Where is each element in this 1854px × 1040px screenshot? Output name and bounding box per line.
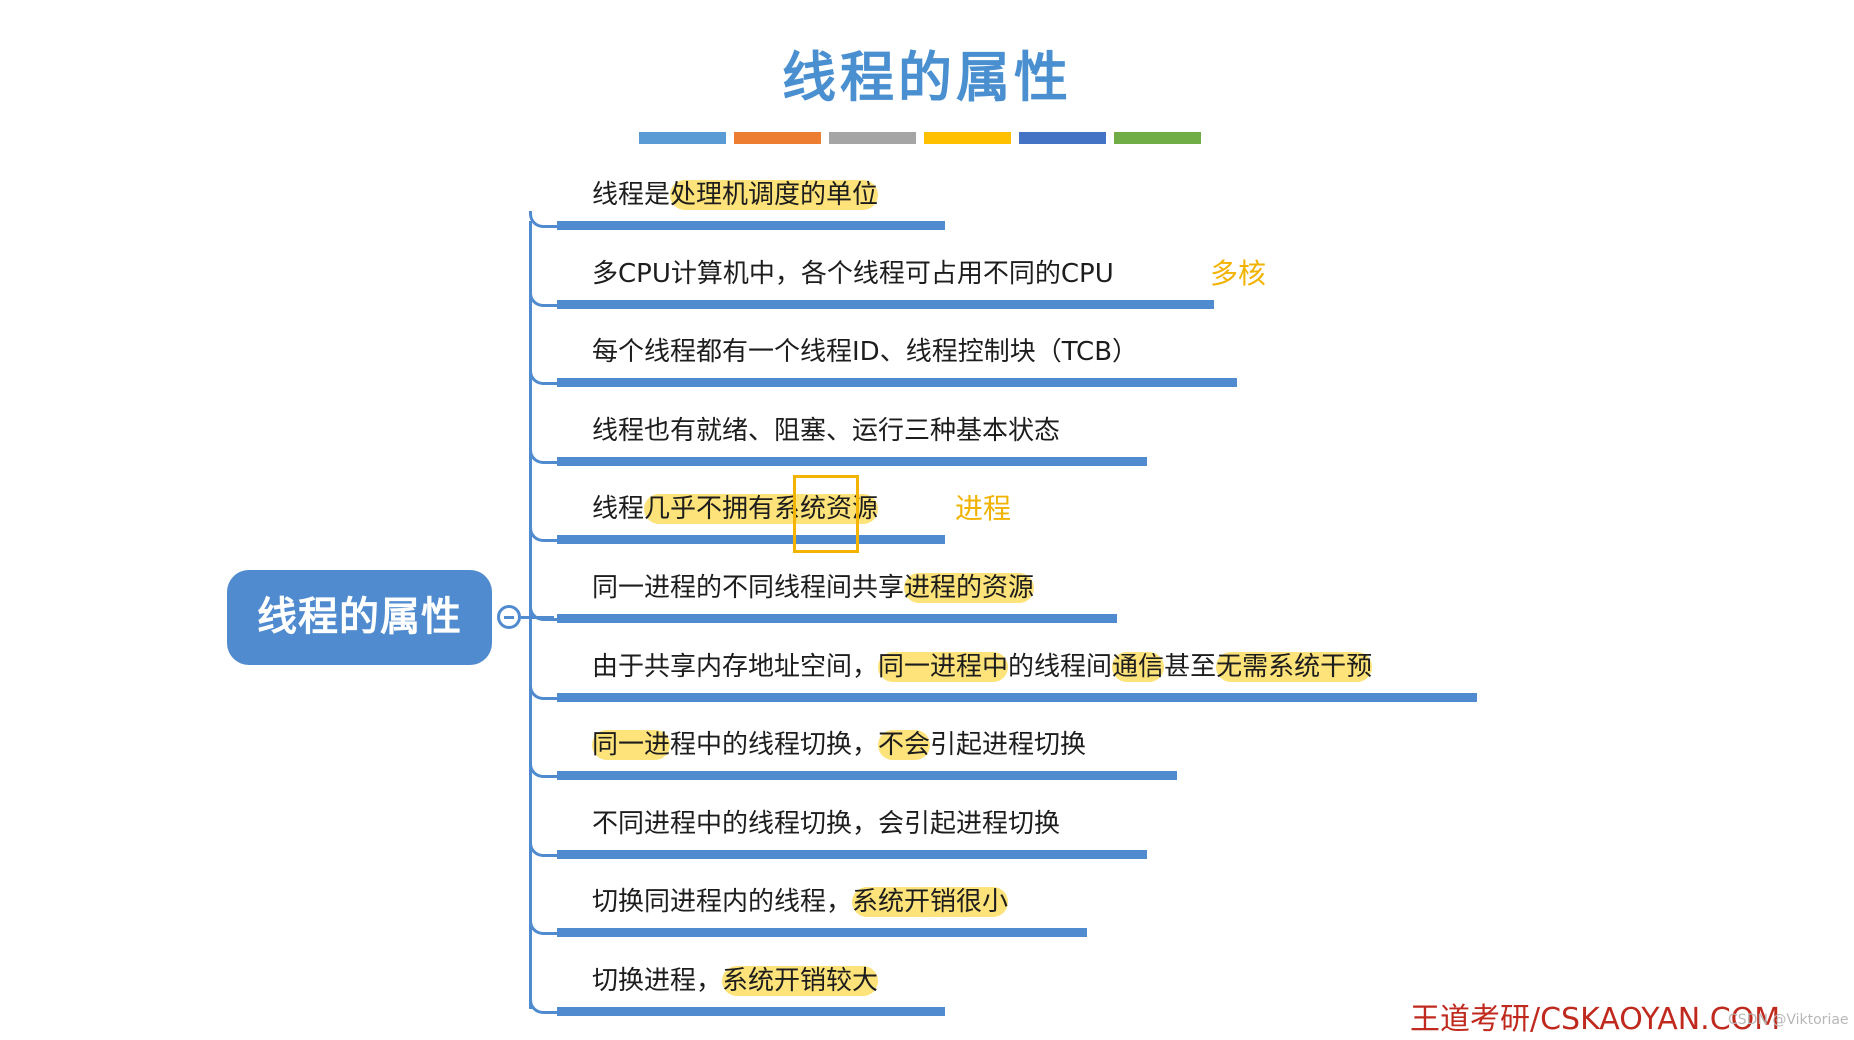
highlighted-text: 不会 <box>878 730 931 760</box>
branch-underline <box>557 378 1237 387</box>
collapse-toggle-icon[interactable] <box>497 605 521 629</box>
label-text: 程中的线程切换， <box>670 730 879 760</box>
mindmap-trunk-line <box>529 221 532 1009</box>
branch-underline <box>557 300 1214 309</box>
branch-label: 多CPU计算机中，各个线程可占用不同的CPU <box>592 254 1114 294</box>
title-color-bar <box>639 132 1203 144</box>
branch-label: 同一进程的不同线程间共享进程的资源 <box>592 568 1035 608</box>
highlighted-text: 同一进 <box>592 730 671 760</box>
label-text: 的线程间 <box>1008 652 1113 682</box>
label-text: 切换同进程内的线程， <box>592 887 853 917</box>
watermark: 王道考研/CSKAOYAN.COM <box>1410 1002 1781 1037</box>
color-bar-segment <box>924 132 1011 144</box>
csdn-watermark: CSDN @Viktoriae <box>1728 1012 1849 1028</box>
page-title: 线程的属性 <box>782 46 1072 109</box>
branch-underline <box>557 614 1117 623</box>
branch-connector <box>529 447 560 464</box>
label-text: 不同进程中的线程切换，会引起进程切换 <box>592 809 1061 839</box>
branch-label: 线程是处理机调度的单位 <box>592 175 879 215</box>
label-text: 线程是 <box>592 180 671 210</box>
branch-underline <box>557 693 1477 702</box>
branch-label: 切换同进程内的线程，系统开销很小 <box>592 882 1009 922</box>
label-text: 线程 <box>592 494 645 524</box>
branch-connector <box>529 761 560 778</box>
branch-connector <box>529 290 560 307</box>
highlighted-text: 通信 <box>1112 652 1165 682</box>
label-text: 切换进程， <box>592 966 723 996</box>
highlight-box <box>793 475 859 553</box>
highlighted-text: 进程的资源 <box>904 573 1035 603</box>
highlighted-text: 同一进程中 <box>878 652 1009 682</box>
label-text: 由于共享内存地址空间， <box>592 652 879 682</box>
branch-underline <box>557 771 1177 780</box>
branch-connector <box>529 840 560 857</box>
branch-label: 同一进程中的线程切换，不会引起进程切换 <box>592 725 1086 765</box>
branch-label: 切换进程，系统开销较大 <box>592 961 879 1001</box>
branch-connector <box>529 211 560 228</box>
highlighted-text: 无需系统干预 <box>1216 652 1373 682</box>
color-bar-segment <box>639 132 726 144</box>
branch-connector <box>529 604 560 621</box>
label-text: 同一进程的不同线程间共享 <box>592 573 905 603</box>
branch-connector <box>529 525 560 542</box>
label-text: 多CPU计算机中，各个线程可占用不同的CPU <box>592 259 1114 289</box>
root-node[interactable]: 线程的属性 <box>227 570 492 665</box>
side-note: 多核 <box>1210 257 1267 290</box>
branch-underline <box>557 221 945 230</box>
branch-underline <box>557 850 1147 859</box>
side-note: 进程 <box>955 492 1012 525</box>
color-bar-segment <box>829 132 916 144</box>
branch-label: 每个线程都有一个线程ID、线程控制块（TCB） <box>592 332 1138 372</box>
branch-underline <box>557 535 945 544</box>
label-text: 引起进程切换 <box>930 730 1087 760</box>
branch-underline <box>557 457 1147 466</box>
highlighted-text: 几乎不拥有系统资源 <box>644 494 879 524</box>
branch-connector <box>529 368 560 385</box>
branch-connector <box>529 918 560 935</box>
highlighted-text: 处理机调度的单位 <box>670 180 879 210</box>
color-bar-segment <box>1019 132 1106 144</box>
label-text: 甚至 <box>1164 652 1217 682</box>
color-bar-segment <box>734 132 821 144</box>
branch-label: 由于共享内存地址空间，同一进程中的线程间通信甚至无需系统干预 <box>592 647 1373 687</box>
highlighted-text: 系统开销很小 <box>852 887 1009 917</box>
color-bar-segment <box>1114 132 1201 144</box>
branch-connector <box>529 683 560 700</box>
branch-label: 线程也有就绪、阻塞、运行三种基本状态 <box>592 411 1060 451</box>
branch-underline <box>557 928 1087 937</box>
branch-underline <box>557 1007 945 1016</box>
highlighted-text: 系统开销较大 <box>722 966 879 996</box>
label-text: 每个线程都有一个线程ID、线程控制块（TCB） <box>592 337 1139 367</box>
branch-label: 不同进程中的线程切换，会引起进程切换 <box>592 804 1060 844</box>
branch-connector <box>529 997 560 1014</box>
branch-label: 线程几乎不拥有系统资源 <box>592 489 879 529</box>
label-text: 线程也有就绪、阻塞、运行三种基本状态 <box>592 416 1061 446</box>
